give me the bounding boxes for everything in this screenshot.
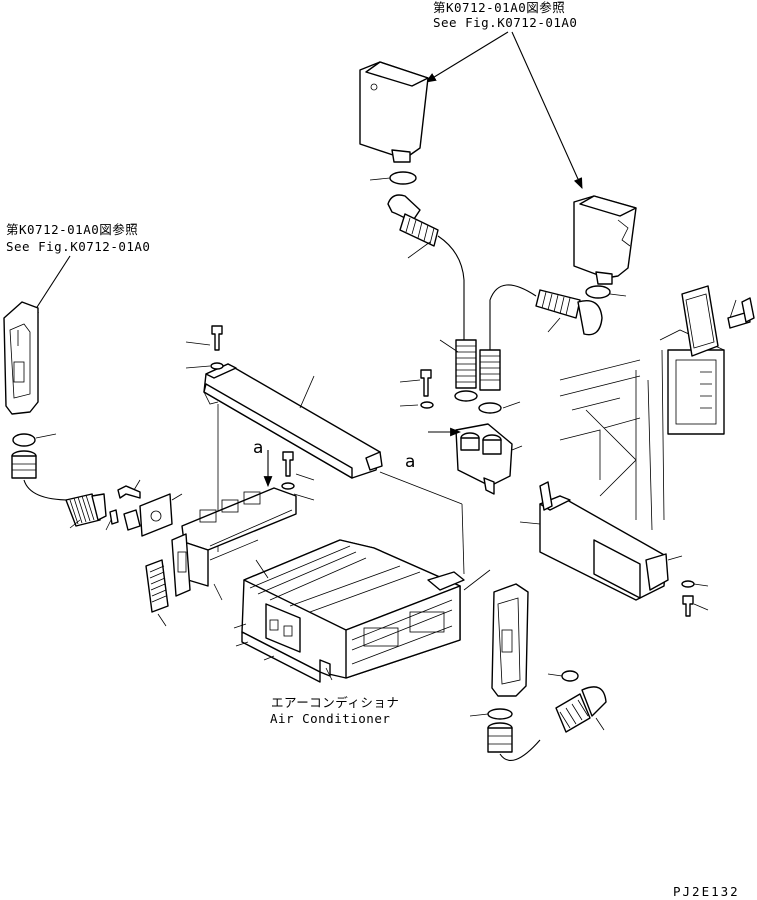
- hose-clamp-left: [12, 433, 57, 447]
- main-unit-label-en: Air Conditioner: [270, 711, 391, 726]
- outlet-grille: [145, 559, 169, 627]
- bellows-hose-left: [65, 493, 113, 531]
- elbow-hose-bottom: [547, 670, 607, 733]
- cab-frame-right: [559, 329, 725, 531]
- duct-outlet-left: [3, 301, 39, 415]
- view-marker-left: a: [253, 438, 264, 458]
- top-reference-arrows: [425, 31, 583, 190]
- bolt-washer-right: [681, 580, 709, 617]
- lead-line-2: [379, 471, 463, 505]
- gasket-plate: [139, 493, 183, 537]
- hose-clamp-1: [369, 171, 417, 185]
- bolt-side: [117, 479, 141, 499]
- view-marker-center: a: [405, 452, 416, 472]
- knob-bolt: [727, 297, 755, 329]
- hose-clamps-center: [454, 390, 521, 414]
- air-conditioner-unit: [233, 539, 491, 683]
- duct-outlet-bottom: [491, 583, 529, 697]
- drawing-code: PJ2E132: [673, 884, 740, 899]
- hose-fitting-left: [11, 450, 71, 501]
- bolt-washer-left: [185, 325, 224, 370]
- filter-cover: [681, 285, 719, 357]
- air-distributor: [428, 423, 523, 495]
- bolt-washer-center: [399, 369, 434, 409]
- left-reference-en: See Fig.K0712-01A0: [6, 239, 151, 254]
- outlet-bracket: [171, 533, 191, 597]
- elbow-hose-2: [489, 284, 603, 350]
- front-duct-right: [519, 481, 683, 601]
- duct-outlet-top-left: [359, 61, 429, 163]
- duct-outlet-top-right: [573, 195, 637, 285]
- elbow-hose-1: [387, 194, 465, 340]
- hose-fitting-bottom: [487, 722, 541, 762]
- mounting-bracket: [181, 450, 297, 601]
- hose-clamp-bottom: [469, 708, 513, 720]
- top-reference-en: See Fig.K0712-01A0: [433, 15, 578, 30]
- left-reference-jp: 第K0712-01A0図参照: [6, 222, 139, 237]
- upper-duct: [203, 363, 383, 479]
- top-reference-jp: 第K0712-01A0図参照: [433, 0, 566, 15]
- clip-left: [109, 509, 119, 525]
- plate-small: [123, 509, 141, 531]
- hose-clamp-2: [585, 285, 627, 299]
- lead-line-3: [461, 503, 465, 575]
- bolt-washer-bracket: [281, 451, 315, 501]
- main-unit-label-jp: エアーコンディショナ: [271, 695, 400, 710]
- bellows-hoses: [439, 339, 501, 391]
